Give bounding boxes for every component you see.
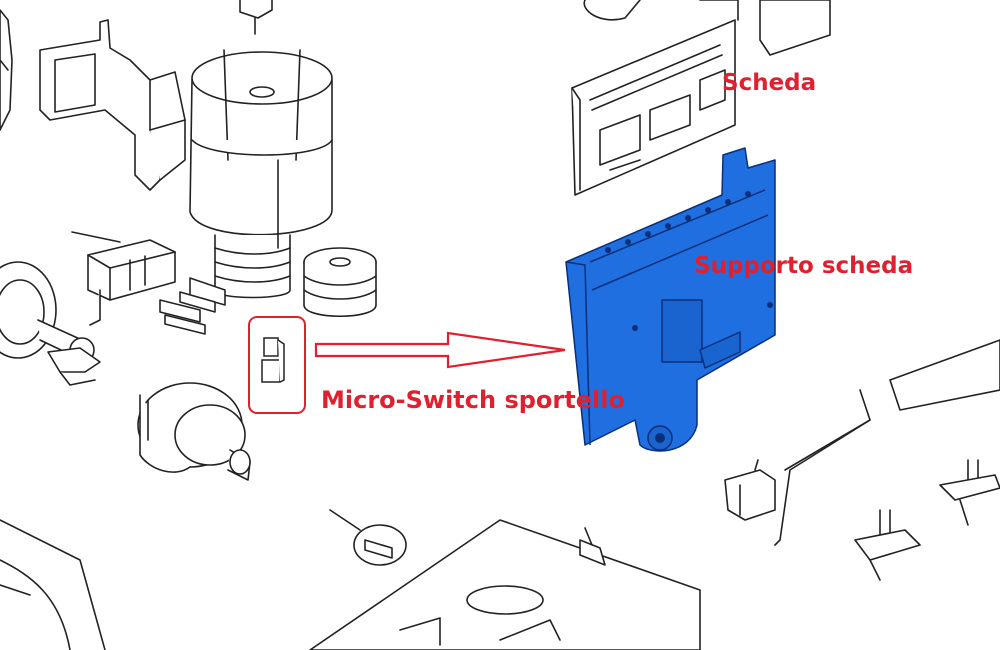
bolt-right-b — [939, 459, 1000, 526]
micro-switch-frame-icon — [248, 316, 306, 414]
micro-switch-part — [261, 337, 285, 383]
board-support-highlight — [565, 147, 776, 452]
bolt-right-a — [854, 509, 921, 581]
control-board-part — [571, 0, 739, 196]
motor-part — [189, 49, 333, 299]
supporto-scheda-label: Supporto scheda — [694, 253, 914, 279]
scheda-label: Scheda — [722, 70, 817, 96]
connector-block-part — [71, 231, 176, 326]
motor-bracket-part — [39, 19, 186, 191]
fan-part — [47, 347, 101, 386]
micro-switch-label: Micro-Switch sportello — [321, 386, 625, 414]
left-gear-part — [0, 261, 95, 363]
right-arrow-icon — [314, 331, 566, 369]
left-housing-part — [0, 9, 13, 131]
base-plate-part — [309, 519, 701, 650]
pulley-part — [303, 247, 377, 317]
large-gear-part — [137, 382, 251, 481]
bottom-housing-part — [0, 519, 106, 650]
right-bracket-part — [724, 339, 1000, 546]
top-right-box-part — [583, 0, 831, 56]
top-bolt-part — [239, 0, 273, 35]
small-clips-part — [159, 277, 226, 335]
pin-part — [329, 509, 407, 566]
